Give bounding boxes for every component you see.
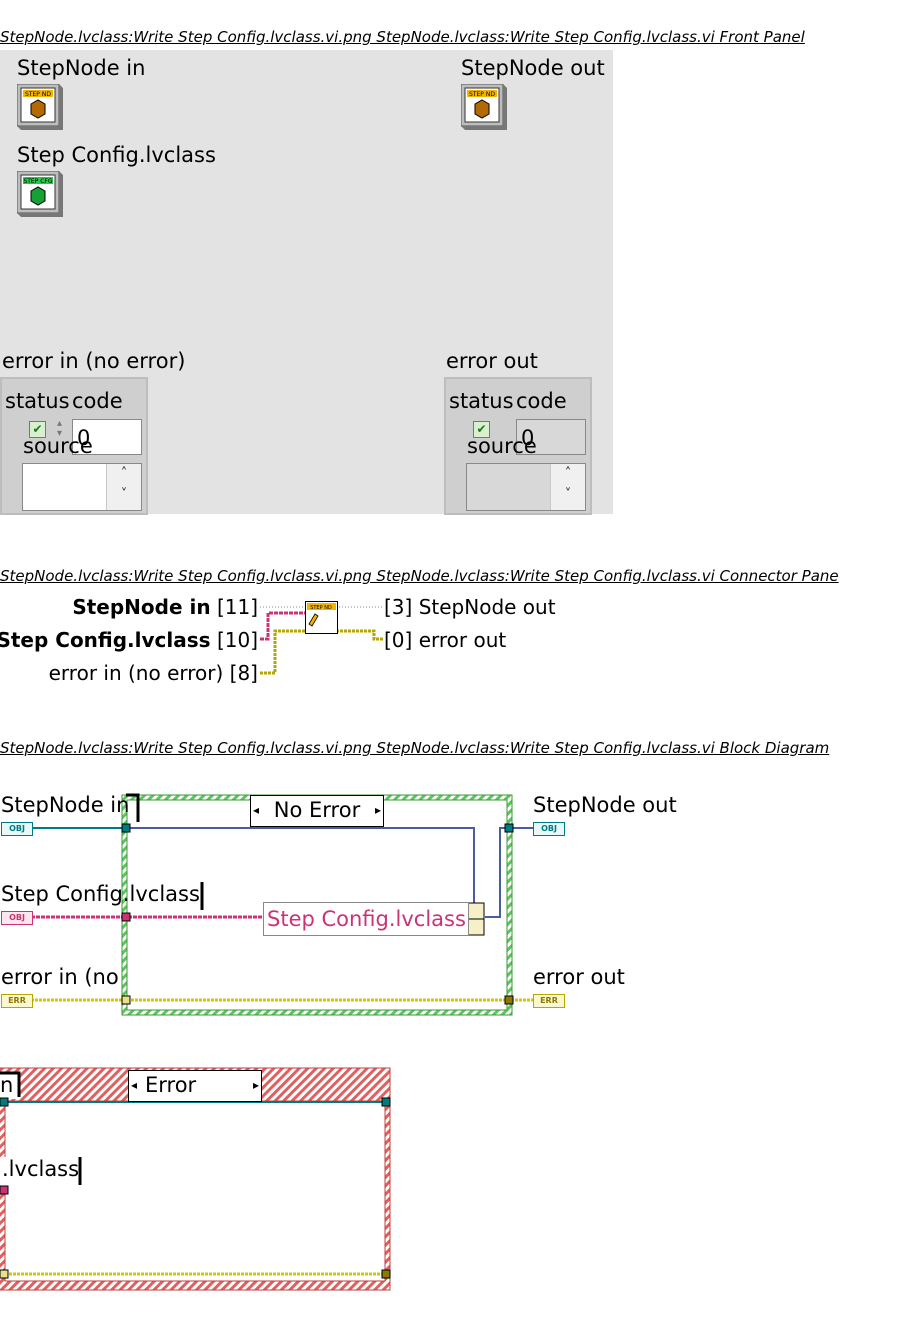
step-config-control[interactable]: STEP CFG xyxy=(16,170,63,217)
scroll-down-icon[interactable]: ˅ xyxy=(564,487,572,502)
front-panel: StepNode in STEP ND StepNode out STEP ND… xyxy=(0,50,613,515)
bd-stepnode-out-terminal[interactable]: OBJ xyxy=(533,822,565,836)
cp-input-2: error in (no error) [8] xyxy=(48,661,258,685)
error-out-source-scrollbar[interactable]: ˄ ˅ xyxy=(550,464,585,510)
err-stepnode-in-fragment: n xyxy=(0,1073,14,1097)
selector-left-arrow-icon[interactable]: ◂ xyxy=(253,803,260,817)
step-config-label: Step Config.lvclass xyxy=(17,143,216,167)
no-error-selector-label: No Error xyxy=(273,798,361,822)
bd-step-config-terminal[interactable]: OBJ xyxy=(1,911,33,925)
cp-wiring xyxy=(260,606,384,675)
scroll-up-icon[interactable]: ˄ xyxy=(564,466,572,481)
cp-icon-text: STEP ND xyxy=(310,605,332,611)
error-out-code-field: 0 xyxy=(516,419,586,455)
error-out-status-led: ✔ xyxy=(473,421,490,438)
error-in-source-scrollbar[interactable]: ˄ ˅ xyxy=(106,464,141,510)
cp-output-1: [0] error out xyxy=(384,628,507,652)
cp-output-0: [3] StepNode out xyxy=(384,595,556,619)
bundle-node[interactable]: Step Config.lvclass xyxy=(263,902,469,936)
selector-left-arrow-icon[interactable]: ◂ xyxy=(131,1078,138,1092)
no-error-case-selector[interactable]: ◂ No Error ▸ xyxy=(250,795,384,827)
error-in-source-label: source xyxy=(23,434,93,458)
bundle-node-label: Step Config.lvclass xyxy=(267,907,466,931)
error-in-label: error in (no error) xyxy=(2,349,186,373)
block-diagram-no-error: StepNode in OBJ Step Config.lvclass OBJ … xyxy=(0,785,700,1025)
bd-stepnode-out-label: StepNode out xyxy=(533,793,677,817)
bd-step-config-label: Step Config.lvclass xyxy=(1,882,200,906)
front-panel-caption[interactable]: StepNode.lvclass:Write Step Config.lvcla… xyxy=(0,28,805,46)
stepnode-out-indicator: STEP ND xyxy=(460,83,507,130)
bd-error-in-terminal[interactable]: ERR xyxy=(1,994,33,1008)
block-diagram-error: n .lvclass ◂ Error ▸ xyxy=(0,1060,400,1300)
error-out-status-label: status xyxy=(449,389,514,413)
error-out-label: error out xyxy=(446,349,538,373)
bd-stepnode-in-terminal[interactable]: OBJ xyxy=(1,822,33,836)
error-out-source-label: source xyxy=(467,434,537,458)
err-step-config-fragment: .lvclass xyxy=(2,1157,80,1181)
error-out-code-label: code xyxy=(516,389,567,413)
error-in-code-spinner[interactable]: ▴▾ xyxy=(57,418,63,439)
cp-input-1: Step Config.lvclass [10] xyxy=(0,628,258,652)
error-out-source-field: ˄ ˅ xyxy=(466,463,586,511)
bd-error-out-label: error out xyxy=(533,965,625,989)
selector-right-arrow-icon[interactable]: ▸ xyxy=(374,803,381,817)
error-out-code-value: 0 xyxy=(521,426,535,450)
connector-pane: StepNode in [11] Step Config.lvclass [10… xyxy=(0,593,600,693)
stepnode-out-icon-text: STEP ND xyxy=(469,91,495,98)
error-out-cluster: status code ✔ 0 source ˄ ˅ xyxy=(444,377,592,515)
error-selector-label: Error xyxy=(145,1073,197,1097)
block-diagram-caption[interactable]: StepNode.lvclass:Write Step Config.lvcla… xyxy=(0,739,830,757)
error-in-code-field[interactable]: 0 xyxy=(72,419,142,455)
error-in-code-label: code xyxy=(72,389,123,413)
bd-error-out-terminal[interactable]: ERR xyxy=(533,994,565,1008)
cp-input-0: StepNode in [11] xyxy=(72,595,258,619)
bd-error-in-label: error in (no xyxy=(1,965,119,989)
scroll-up-icon[interactable]: ˄ xyxy=(120,466,128,481)
error-case-selector[interactable]: ◂ Error ▸ xyxy=(128,1070,262,1102)
scroll-down-icon[interactable]: ˅ xyxy=(120,487,128,502)
step-cfg-icon-text: STEP CFG xyxy=(23,178,52,185)
error-in-status-checkbox[interactable]: ✔ xyxy=(29,421,46,438)
selector-right-arrow-icon[interactable]: ▸ xyxy=(252,1078,259,1092)
error-in-cluster[interactable]: status code ✔ ▴▾ 0 source ˄ ˅ xyxy=(0,377,148,515)
error-in-code-value: 0 xyxy=(77,426,91,450)
cp-vi-icon[interactable]: STEP ND xyxy=(305,601,338,634)
stepnode-in-label: StepNode in xyxy=(17,56,146,80)
stepnode-in-control[interactable]: STEP ND xyxy=(16,83,63,130)
bd-stepnode-in-label: StepNode in xyxy=(1,793,130,817)
connector-pane-caption[interactable]: StepNode.lvclass:Write Step Config.lvcla… xyxy=(0,567,839,585)
error-in-status-label: status xyxy=(5,389,70,413)
error-case-wires xyxy=(0,1067,391,1291)
stepnode-out-label: StepNode out xyxy=(461,56,605,80)
error-in-source-field[interactable]: ˄ ˅ xyxy=(22,463,142,511)
stepnode-icon-text: STEP ND xyxy=(25,91,51,98)
